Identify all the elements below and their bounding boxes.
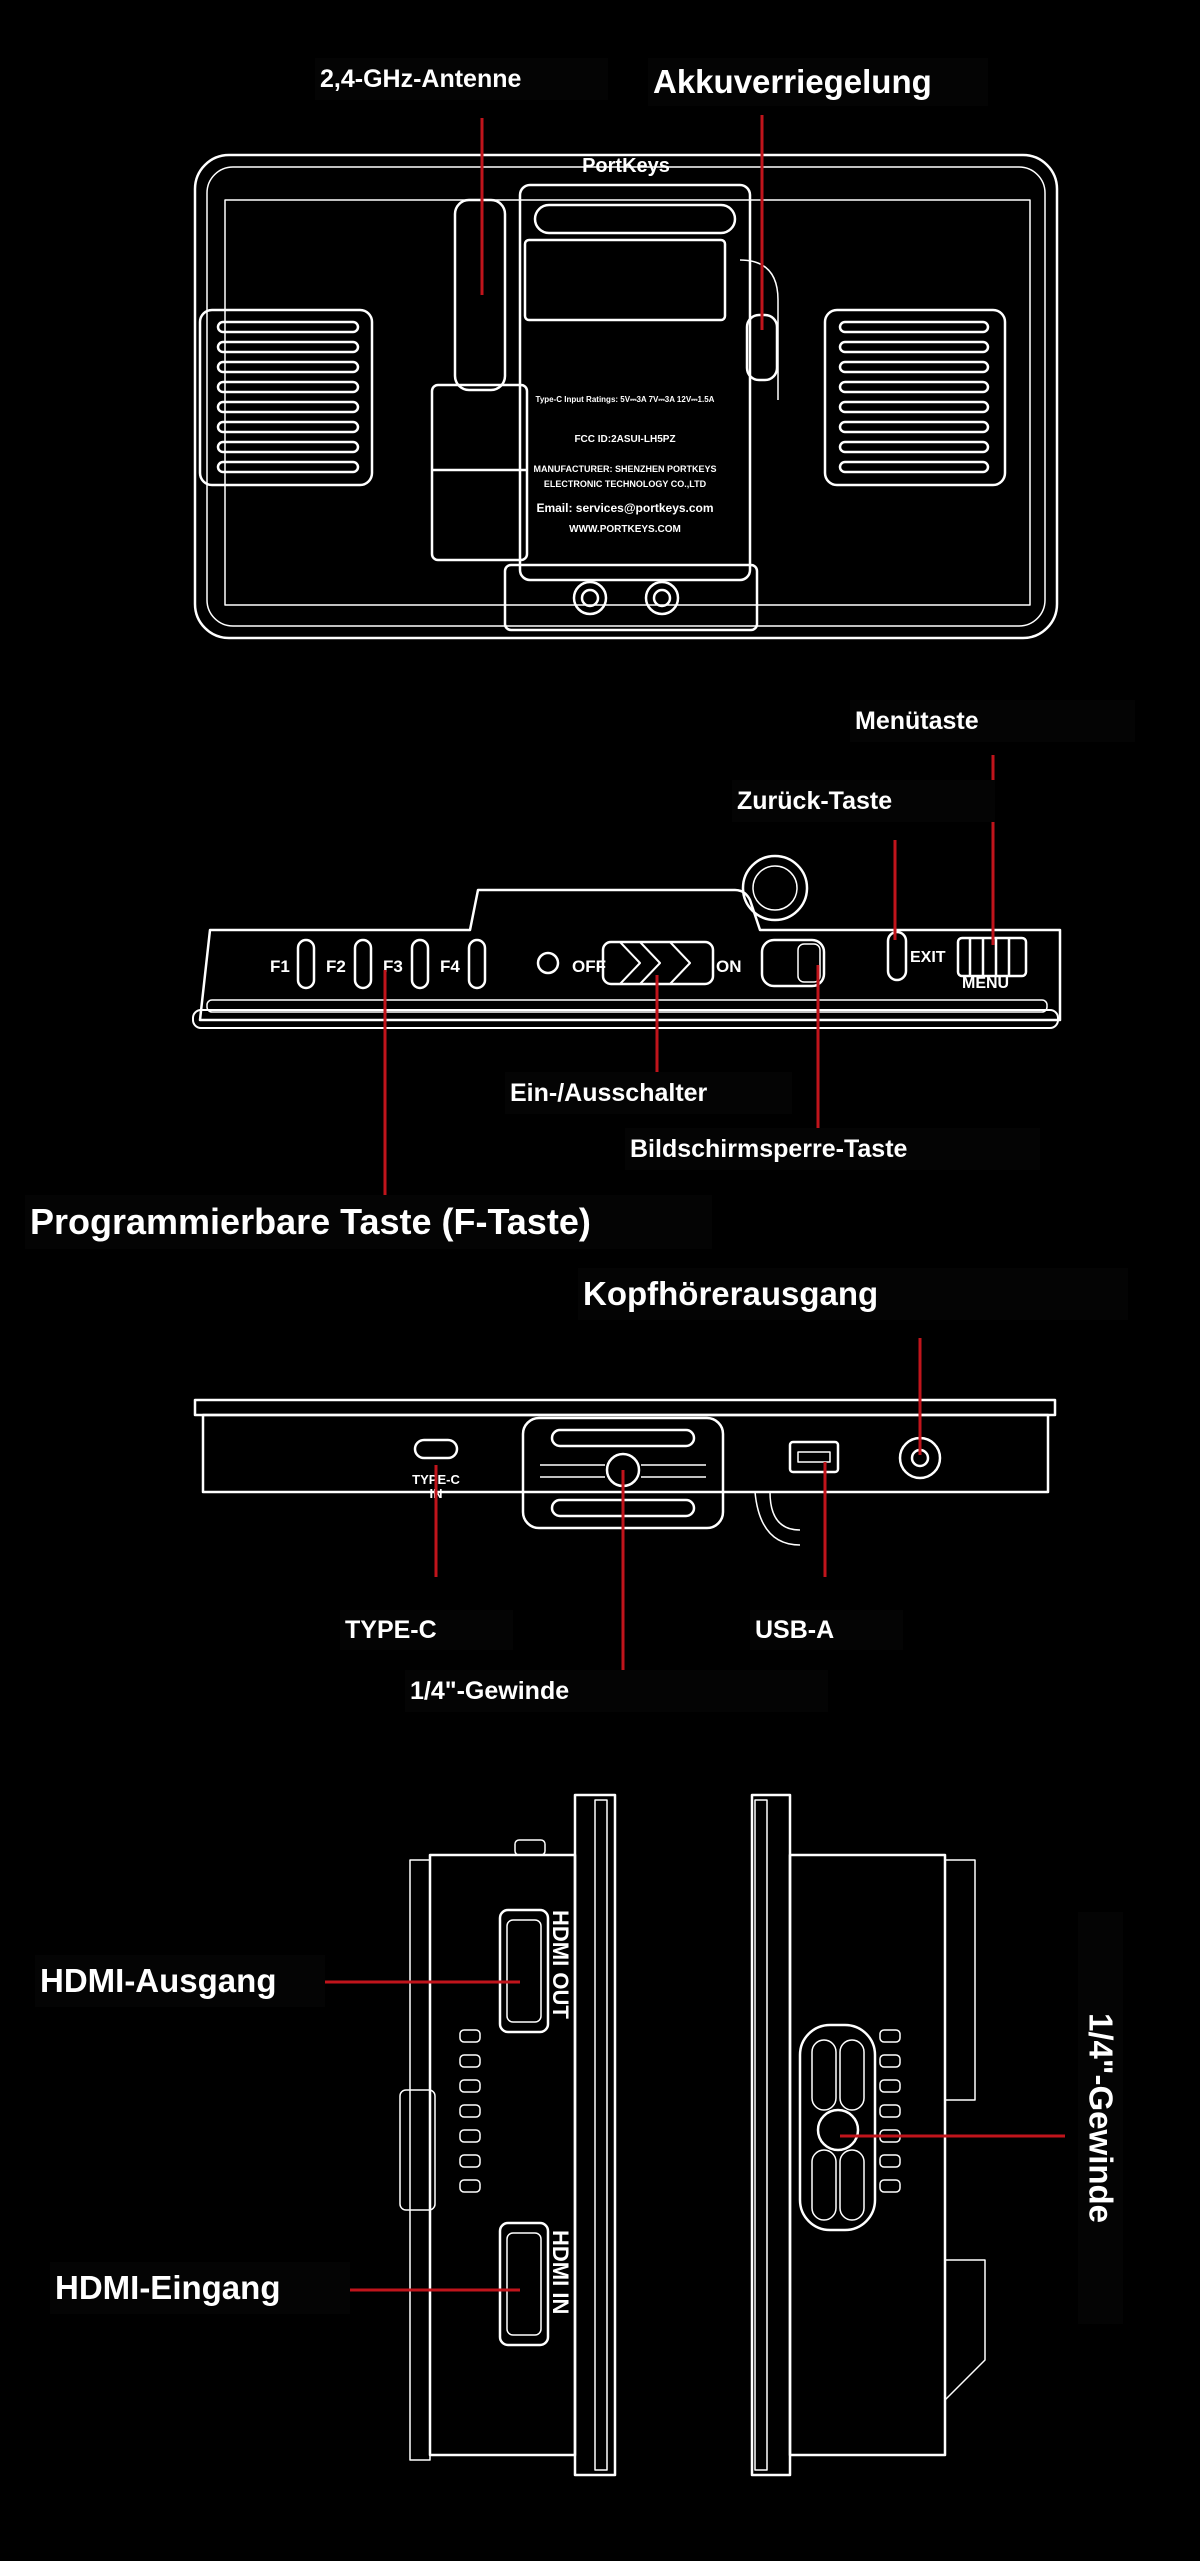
hdmi-out-port [498, 1908, 550, 2034]
f4-label: F4 [440, 957, 460, 976]
bottom-top-rail [193, 1398, 1057, 1417]
f1-label: F1 [270, 957, 290, 976]
label-type-c: TYPE-C [340, 1610, 513, 1650]
label-thread-side: 1/4"-Gewinde [1078, 1912, 1123, 2324]
back-view [193, 153, 1059, 640]
hdmi-in-port [498, 2221, 550, 2347]
label-function-keys: Programmierbare Taste (F-Taste) [25, 1195, 712, 1249]
f2-label: F2 [326, 957, 346, 976]
left-side-view [399, 1793, 617, 2477]
screen-lock-switch [760, 938, 826, 988]
top-view [192, 854, 1062, 1029]
input-ratings-text: Type-C Input Ratings: 5V⎓3A 7V⎓3A 12V⎓1.… [536, 395, 715, 404]
back-outer-frame [193, 153, 1059, 640]
power-led [536, 951, 560, 975]
label-screen-lock-button: Bildschirmsperre-Taste [625, 1128, 1040, 1170]
bottom-view [193, 1398, 1057, 1546]
email-text: Email: services@portkeys.com [536, 501, 713, 515]
label-power-switch: Ein-/Ausschalter [505, 1072, 792, 1114]
off-label: OFF [572, 957, 606, 976]
on-label: ON [716, 957, 742, 976]
f3-label: F3 [383, 957, 403, 976]
manufacturer-text: MANUFACTURER: SHENZHEN PORTKEYS [533, 464, 716, 474]
right-thread-block [798, 2023, 877, 2232]
website-text: WWW.PORTKEYS.COM [569, 524, 681, 535]
right-thread-hole [816, 2108, 860, 2152]
bottom-body [201, 1413, 1050, 1494]
callout-lines [320, 115, 1065, 2292]
left-vent-grille [198, 308, 374, 487]
exit-label: EXIT [910, 949, 946, 966]
hdmi-out-port-label: HDMI OUT [548, 1910, 573, 2019]
top-body-outline [198, 888, 1062, 1022]
label-thread-bottom: 1/4"-Gewinde [405, 1670, 828, 1712]
top-knob [741, 854, 809, 922]
usb-a-port [788, 1440, 840, 1474]
fcc-id-text: FCC ID:2ASUI-LH5PZ [574, 434, 675, 445]
label-battery-lock: Akkuverriegelung [648, 58, 988, 106]
label-menu-button: Menütaste [850, 700, 1135, 742]
exit-button-shape [886, 930, 908, 982]
right-vent-grille [823, 308, 1007, 487]
hdmi-in-port-label: HDMI IN [548, 2230, 573, 2314]
f-key-buttons [296, 938, 487, 990]
label-usb-a: USB-A [750, 1610, 903, 1650]
label-headphone-out: Kopfhörerausgang [578, 1268, 1128, 1320]
type-c-port [413, 1438, 459, 1460]
right-side-view [750, 1793, 986, 2477]
antenna-shape [430, 198, 529, 562]
label-antenna: 2,4-GHz-Antenne [315, 58, 608, 100]
right-side-screen-edge [750, 1793, 792, 2477]
manufacturer-text-2: ELECTRONIC TECHNOLOGY CO.,LTD [544, 479, 707, 489]
label-back-button: Zurück-Taste [732, 780, 995, 822]
battery-plate [503, 183, 759, 632]
menu-label: MENU [962, 975, 1009, 992]
right-side-body [788, 1853, 947, 2457]
brand-logo-text: PortKeys [582, 155, 670, 177]
label-hdmi-out: HDMI-Ausgang [35, 1955, 325, 2007]
label-hdmi-in: HDMI-Eingang [50, 2262, 350, 2314]
